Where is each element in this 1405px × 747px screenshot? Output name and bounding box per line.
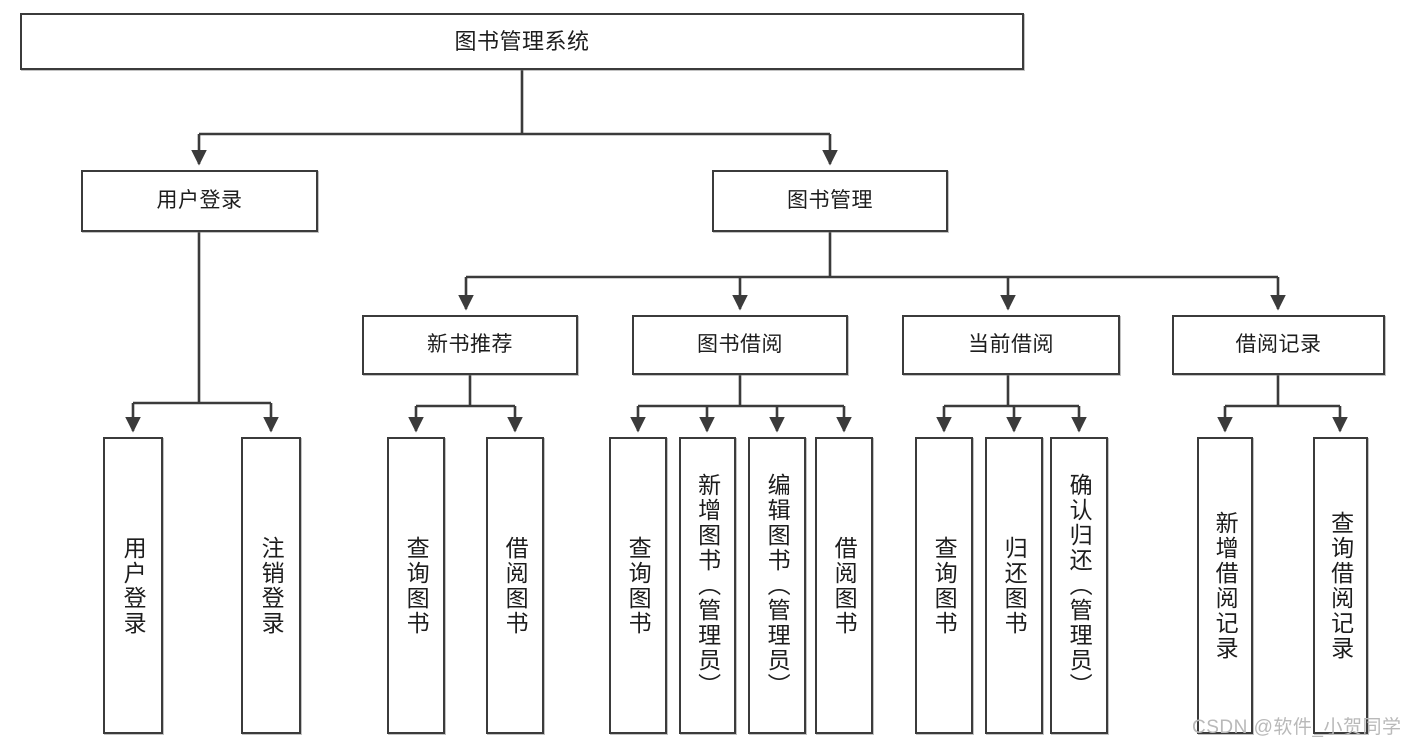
node-leaf-add-book-admin-label: 新增图书（管理员） [694,473,721,698]
csdn-watermark: CSDN @软件_小贺同学 [1192,717,1402,738]
node-user-login-label: 用户登录 [156,188,243,212]
node-book-borrow[interactable]: 图书借阅 [632,315,848,375]
node-borrow-record[interactable]: 借阅记录 [1172,315,1385,375]
node-leaf-query-book-rec[interactable]: 查询图书 [387,437,445,734]
node-leaf-user-login[interactable]: 用户登录 [103,437,163,734]
node-leaf-query-book-current[interactable]: 查询图书 [915,437,973,734]
node-leaf-confirm-return-admin-label: 确认归还（管理员） [1066,473,1093,698]
node-leaf-query-book-borrow-label: 查询图书 [625,535,652,636]
node-leaf-query-borrow-record[interactable]: 查询借阅记录 [1313,437,1368,734]
node-leaf-edit-book-admin-label: 编辑图书（管理员） [764,473,791,698]
node-new-book-recommend[interactable]: 新书推荐 [362,315,578,375]
node-leaf-user-login-label: 用户登录 [120,535,147,636]
node-leaf-borrow-book-rec[interactable]: 借阅图书 [486,437,544,734]
node-leaf-confirm-return-admin[interactable]: 确认归还（管理员） [1050,437,1108,734]
node-leaf-query-book-rec-label: 查询图书 [403,535,430,636]
node-leaf-edit-book-admin[interactable]: 编辑图书（管理员） [748,437,806,734]
node-borrow-record-label: 借阅记录 [1235,332,1322,356]
node-leaf-query-book-borrow[interactable]: 查询图书 [609,437,667,734]
node-leaf-return-book[interactable]: 归还图书 [985,437,1043,734]
node-user-login[interactable]: 用户登录 [81,170,318,232]
node-root[interactable]: 图书管理系统 [20,13,1024,70]
node-leaf-query-book-current-label: 查询图书 [931,535,958,636]
node-leaf-add-book-admin[interactable]: 新增图书（管理员） [679,437,736,734]
node-leaf-add-borrow-record-label: 新增借阅记录 [1212,510,1239,661]
node-root-label: 图书管理系统 [454,28,590,54]
node-leaf-logout-login[interactable]: 注销登录 [241,437,301,734]
node-leaf-add-borrow-record[interactable]: 新增借阅记录 [1197,437,1253,734]
node-book-borrow-label: 图书借阅 [697,332,783,356]
node-current-borrow-label: 当前借阅 [968,332,1054,356]
node-leaf-return-book-label: 归还图书 [1001,535,1028,636]
node-leaf-query-borrow-record-label: 查询借阅记录 [1327,510,1354,661]
node-leaf-borrow-book-rec-label: 借阅图书 [502,535,529,636]
node-book-manage-label: 图书管理 [787,188,873,212]
node-current-borrow[interactable]: 当前借阅 [902,315,1120,375]
node-leaf-logout-login-label: 注销登录 [258,535,285,636]
node-new-book-recommend-label: 新书推荐 [427,332,513,356]
node-leaf-borrow-book[interactable]: 借阅图书 [815,437,873,734]
node-leaf-borrow-book-label: 借阅图书 [831,535,858,636]
node-book-manage[interactable]: 图书管理 [712,170,948,232]
